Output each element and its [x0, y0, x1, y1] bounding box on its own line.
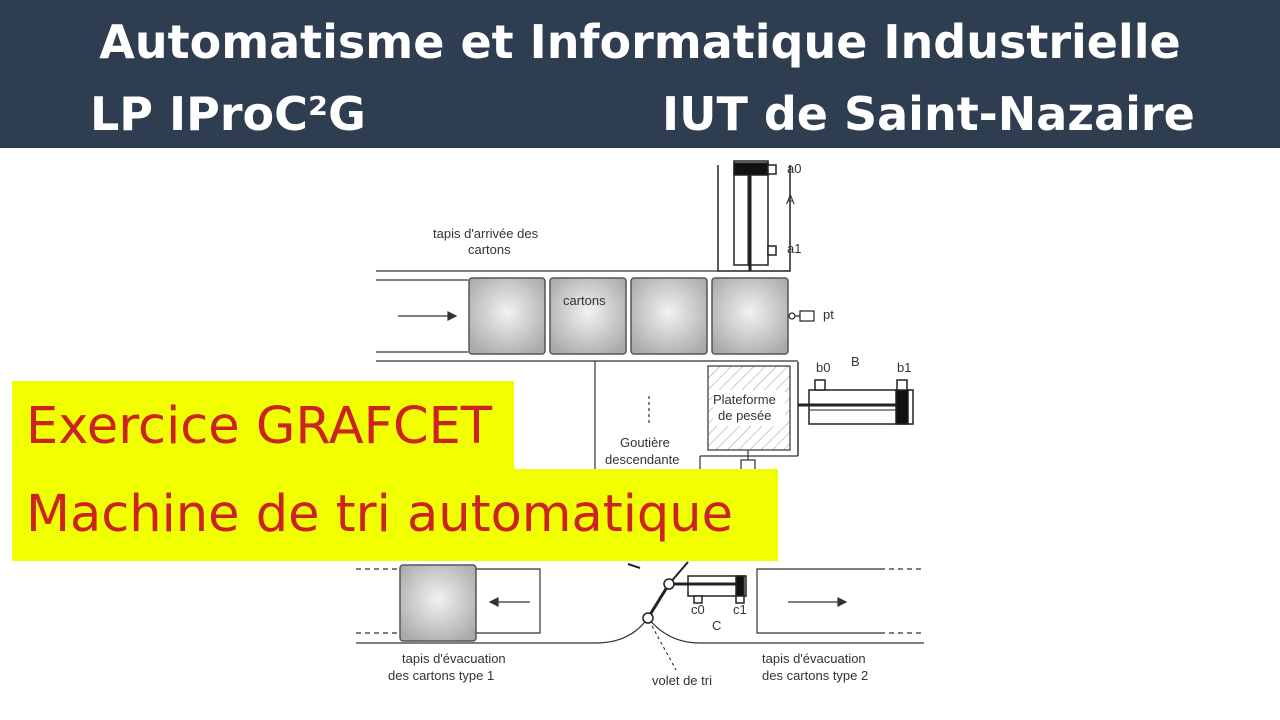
- cylinder-c: [674, 575, 747, 604]
- evacuation-conveyor-2: [647, 568, 924, 644]
- exercise-subtitle-box: Machine de tri automatique: [12, 469, 778, 561]
- sensor-pt: [788, 310, 815, 322]
- exercise-subtitle: Machine de tri automatique: [26, 485, 733, 544]
- cylinder-b: [798, 379, 914, 425]
- sorting-flap-label: volet de tri: [652, 673, 712, 688]
- cylinder-a: [717, 160, 791, 272]
- cylinder-c-label: C: [712, 618, 721, 633]
- sensor-a0-label: a0: [787, 161, 801, 176]
- sensor-c0-label: c0: [691, 602, 705, 617]
- evacuation-2-label-line1: tapis d'évacuation: [762, 651, 866, 666]
- institution-label: IUT de Saint-Nazaire: [662, 87, 1195, 141]
- sensor-pt-label: pt: [823, 307, 834, 322]
- sorting-machine-diagram: a0 A a1 tapis d'arrivée des cartons cart…: [356, 160, 924, 688]
- exercise-title: Exercice GRAFCET: [26, 397, 492, 456]
- platform-label-line2: de pesée: [718, 408, 772, 423]
- exercise-title-box: Exercice GRAFCET: [12, 381, 514, 472]
- sorting-flap: [627, 561, 689, 671]
- arrival-conveyor: [376, 270, 798, 362]
- chute-label-line1: Goutière: [620, 435, 670, 450]
- cylinder-b-label: B: [851, 354, 860, 369]
- cylinder-a-label: A: [786, 192, 795, 207]
- descending-chute: [594, 361, 701, 470]
- program-label: LP IProC²G: [90, 87, 366, 141]
- cartons-label: cartons: [563, 293, 606, 308]
- arrival-conveyor-label-line1: tapis d'arrivée des: [433, 226, 539, 241]
- cartons: [468, 277, 789, 355]
- evacuated-carton: [399, 564, 477, 642]
- evacuation-1-label-line1: tapis d'évacuation: [402, 651, 506, 666]
- evacuation-2-label-line2: des cartons type 2: [762, 668, 868, 683]
- sensor-a1-label: a1: [787, 241, 801, 256]
- platform-label-line1: Plateforme: [713, 392, 776, 407]
- sensor-b1-label: b1: [897, 360, 911, 375]
- course-title: Automatisme et Informatique Industrielle: [99, 15, 1181, 69]
- evacuation-1-label-line2: des cartons type 1: [388, 668, 494, 683]
- arrival-conveyor-label-line2: cartons: [468, 242, 511, 257]
- chute-label-line2: descendante: [605, 452, 679, 467]
- sensor-c1-label: c1: [733, 602, 747, 617]
- title-banner: Automatisme et Informatique Industrielle…: [0, 0, 1280, 148]
- sensor-b0-label: b0: [816, 360, 830, 375]
